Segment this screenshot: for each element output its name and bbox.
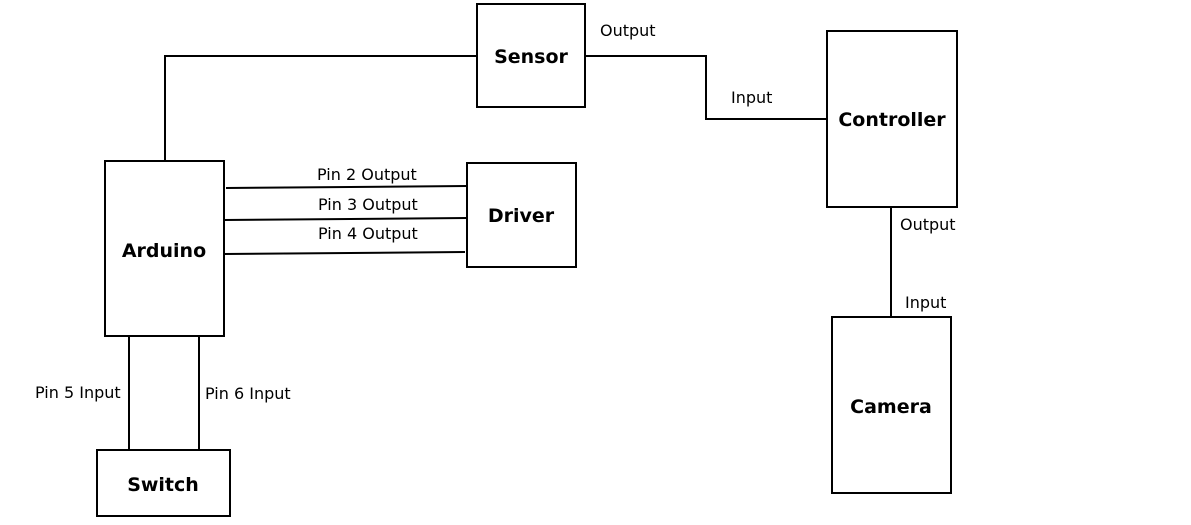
pin6-label: Pin 6 Input [205,384,291,403]
wire-pin2 [225,185,468,189]
controller-input-label: Input [731,88,772,107]
pin4-label: Pin 4 Output [318,224,418,243]
camera-block [831,316,952,494]
camera-label: Camera [850,396,932,418]
wire-pin3 [223,217,468,221]
pin2-label: Pin 2 Output [317,165,417,184]
wire-pin4 [223,251,466,255]
wire-sensor-controller [585,55,827,120]
driver-label: Driver [488,205,555,227]
arduino-label: Arduino [122,240,206,262]
sensor-block [476,3,586,108]
wire-arduino-sensor [164,55,477,160]
camera-input-label: Input [905,293,946,312]
controller-block [826,30,958,208]
arduino-block [104,160,225,337]
switch-label: Switch [127,474,199,496]
sensor-label: Sensor [494,46,568,68]
controller-output-label: Output [900,215,956,234]
controller-label: Controller [838,109,946,131]
pin5-label: Pin 5 Input [35,383,121,402]
switch-block [96,449,231,517]
pin3-label: Pin 3 Output [318,195,418,214]
sensor-output-label: Output [600,21,656,40]
driver-block [466,162,577,268]
